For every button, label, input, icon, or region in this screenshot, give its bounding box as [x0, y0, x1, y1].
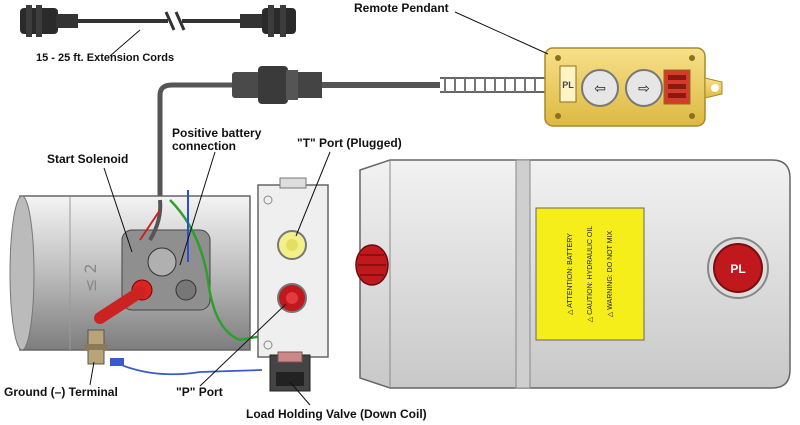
- pendant-up-button: [581, 69, 619, 107]
- positive-battery-label-line2: connection: [172, 139, 237, 153]
- pendant-right-arrow-icon: ⇨: [638, 81, 650, 97]
- warning-line-2: △ CAUTION: HYDRAULIC OIL: [587, 226, 594, 323]
- warning-line-1: △ ATTENTION: BATTERY: [567, 233, 574, 315]
- pendant-cable: [157, 66, 545, 200]
- pendant-brand: PL: [562, 80, 574, 90]
- remote-pendant: PL ⇦ ⇨: [454, 11, 723, 127]
- manifold-block: [257, 177, 329, 392]
- wiring: [109, 190, 263, 376]
- ground-terminal-label: Ground (–) Terminal: [4, 385, 118, 399]
- remote-pendant-label: Remote Pendant: [354, 1, 449, 15]
- extension-cord: [20, 5, 296, 57]
- start-solenoid-label: Start Solenoid: [47, 152, 129, 166]
- pendant-left-arrow-icon: ⇦: [594, 81, 606, 97]
- pendant-down-button: [625, 69, 663, 107]
- load-holding-valve-label: Load Holding Valve (Down Coil): [246, 407, 427, 421]
- extension-cords-label: 15 - 25 ft. Extension Cords: [36, 52, 175, 64]
- positive-battery-label-line1: Positive battery: [172, 126, 262, 140]
- reservoir-tank: PL: [359, 159, 791, 389]
- filler-cap: [355, 244, 389, 286]
- ground-terminal: [84, 329, 108, 365]
- callout-lines: [89, 151, 331, 406]
- motor-marking: ≤ 2: [81, 263, 100, 292]
- reservoir-warning-text: △ ATTENTION: BATTERY △ CAUTION: HYDRAULI…: [567, 226, 614, 323]
- t-port-label: "T" Port (Plugged): [297, 136, 402, 150]
- svg-text:PL: PL: [730, 262, 745, 276]
- warning-line-3: △ WARNING: DO NOT MIX: [607, 231, 614, 318]
- p-port-label: "P" Port: [176, 385, 223, 399]
